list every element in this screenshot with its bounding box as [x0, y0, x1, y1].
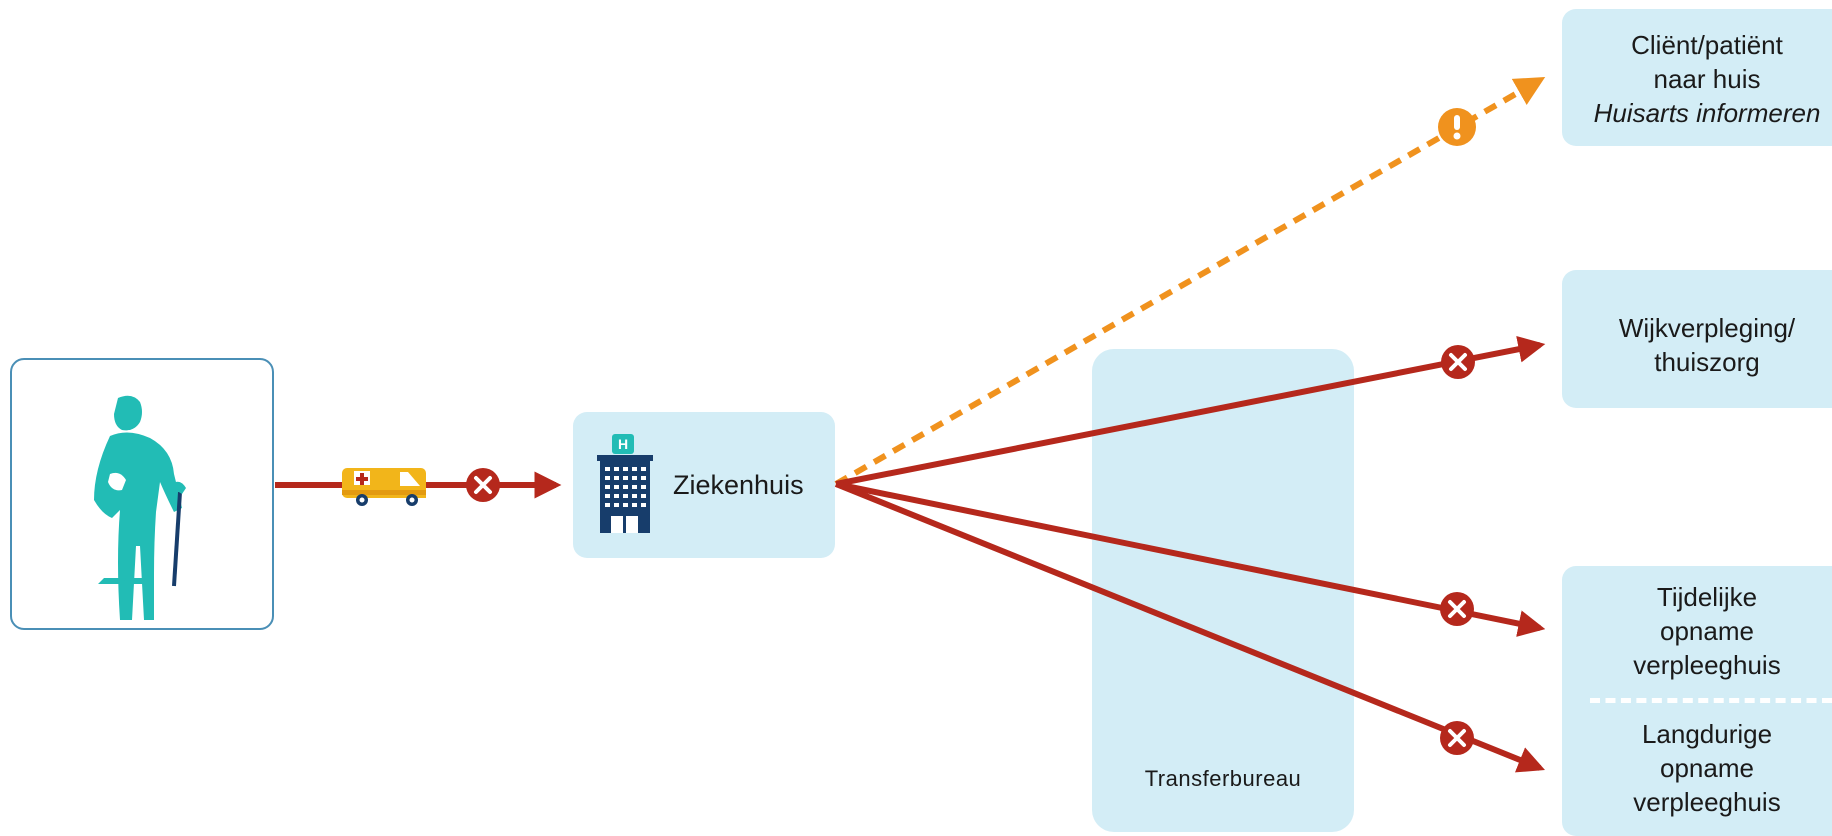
arrow-hospital-to-homecare: [835, 335, 1546, 487]
destination-nursing-home: Tijdelijke opname verpleeghuis Langdurig…: [1562, 566, 1832, 836]
hospital-box: H Ziekenhuis: [573, 412, 835, 558]
hospital-label: Ziekenhuis: [673, 470, 804, 500]
hospital-building-icon: H: [597, 434, 653, 533]
error-x-icon: [1441, 345, 1475, 379]
temporary-line2: opname: [1660, 616, 1754, 646]
transfer-bureau-box: Transferbureau: [1092, 349, 1354, 832]
longterm-line3: verpleeghuis: [1633, 787, 1781, 817]
destination-home: Cliënt/patiënt naar huis Huisarts inform…: [1562, 9, 1832, 146]
home-line2: naar huis: [1653, 64, 1761, 94]
svg-text:H: H: [618, 436, 628, 452]
error-x-icon: [466, 468, 500, 502]
elderly-person-icon: [93, 395, 186, 620]
ambulance-icon: [342, 468, 426, 506]
destination-homecare: Wijkverpleging/ thuiszorg: [1562, 270, 1832, 408]
longterm-line1: Langdurige: [1641, 719, 1773, 749]
temporary-line3: verpleeghuis: [1633, 650, 1781, 680]
error-x-icon: [1440, 592, 1474, 626]
error-x-icon: [1440, 721, 1474, 755]
dashed-divider: [1590, 698, 1832, 703]
arrow-hospital-to-temporary: [835, 481, 1546, 637]
patient-box: [10, 358, 274, 630]
longterm-line2: opname: [1660, 753, 1754, 783]
arrow-hospital-to-longterm: [834, 481, 1546, 773]
transfer-bureau-label: Transferbureau: [1144, 766, 1302, 791]
homecare-line1: Wijkverpleging/: [1618, 313, 1796, 343]
home-line1: Cliënt/patiënt: [1631, 30, 1783, 60]
homecare-line2: thuiszorg: [1654, 347, 1760, 377]
warning-icon: [1438, 108, 1476, 146]
home-note: Huisarts informeren: [1593, 98, 1821, 128]
temporary-line1: Tijdelijke: [1656, 582, 1758, 612]
arrow-hospital-to-home: [834, 77, 1546, 487]
